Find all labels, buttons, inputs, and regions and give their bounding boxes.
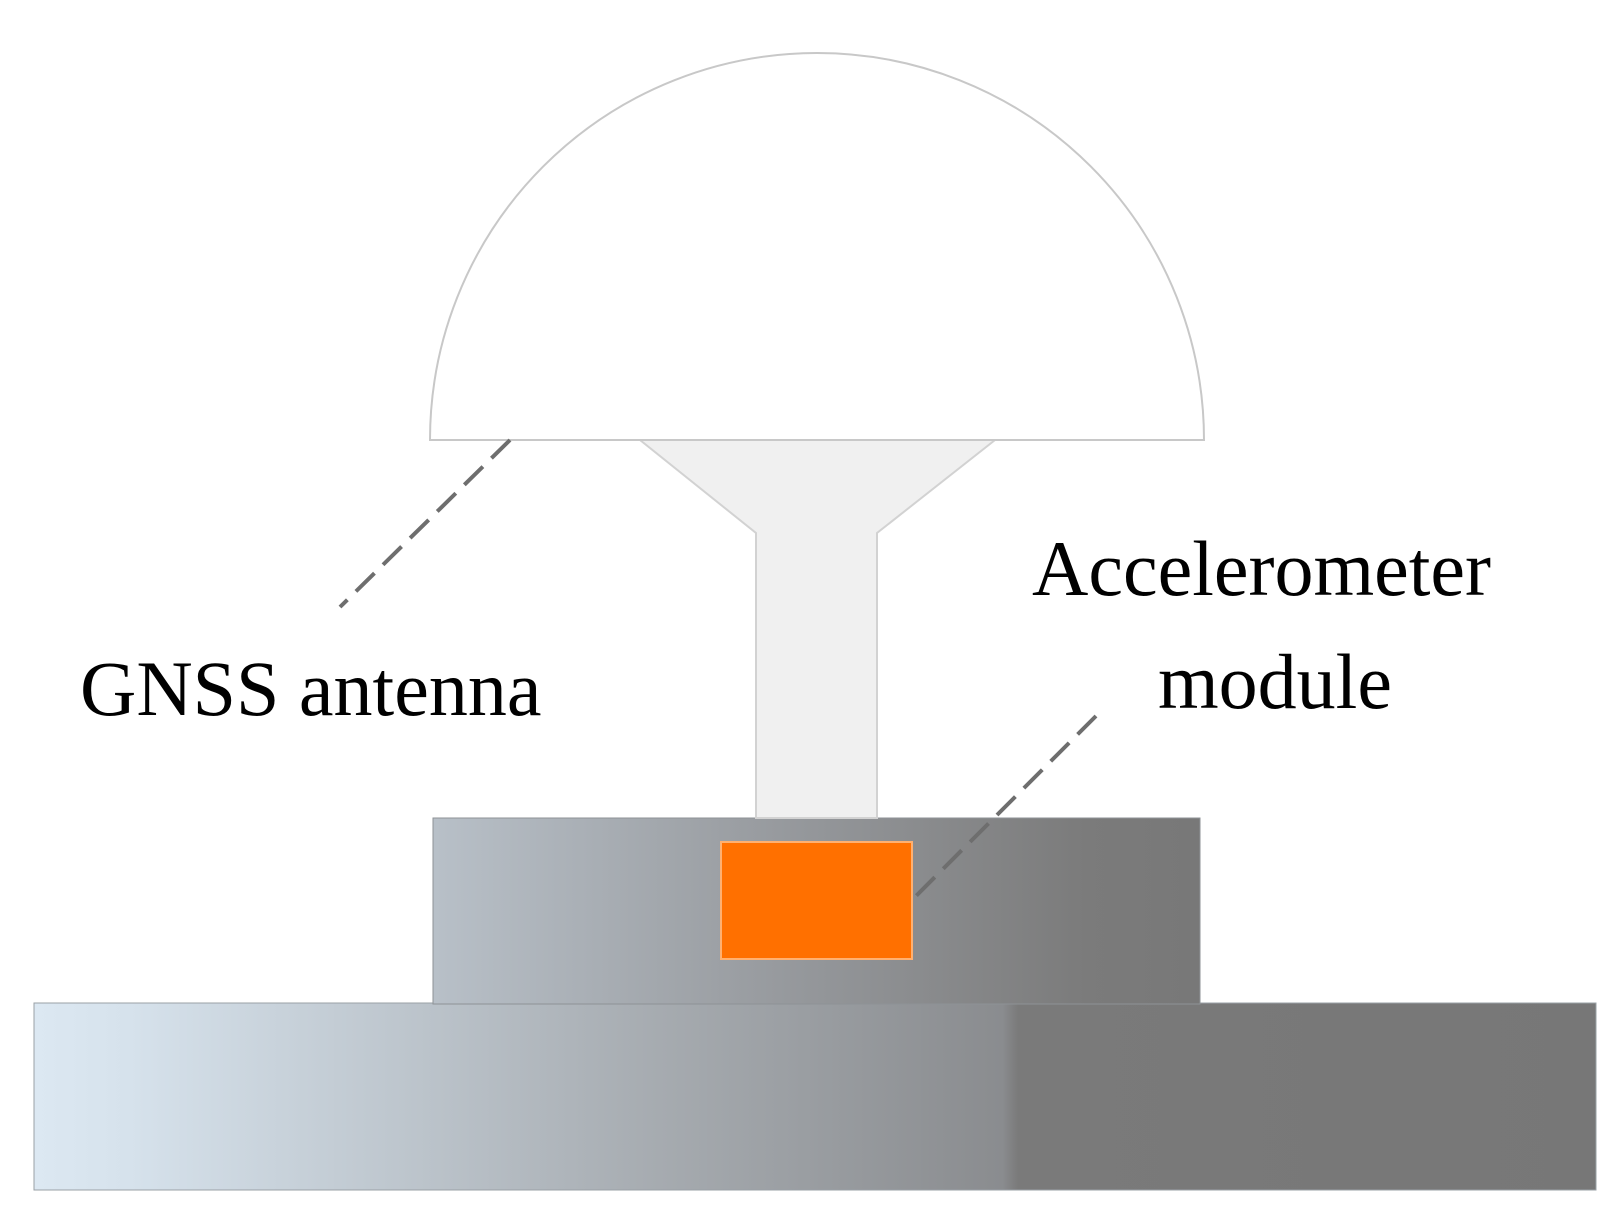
accelerometer-module-block-icon <box>720 841 913 960</box>
accelerometer-label-line2: module <box>1158 638 1392 725</box>
accelerometer-leader-line <box>908 714 1098 904</box>
antenna-mount <box>637 439 998 819</box>
accelerometer-label-line1: Accelerometer <box>1032 525 1491 612</box>
ground-base <box>33 1002 1597 1191</box>
gnss-antenna-dome-icon <box>428 52 1206 441</box>
gnss-antenna-label: GNSS antenna <box>80 645 541 732</box>
gnss-antenna-leader-line <box>338 438 512 609</box>
